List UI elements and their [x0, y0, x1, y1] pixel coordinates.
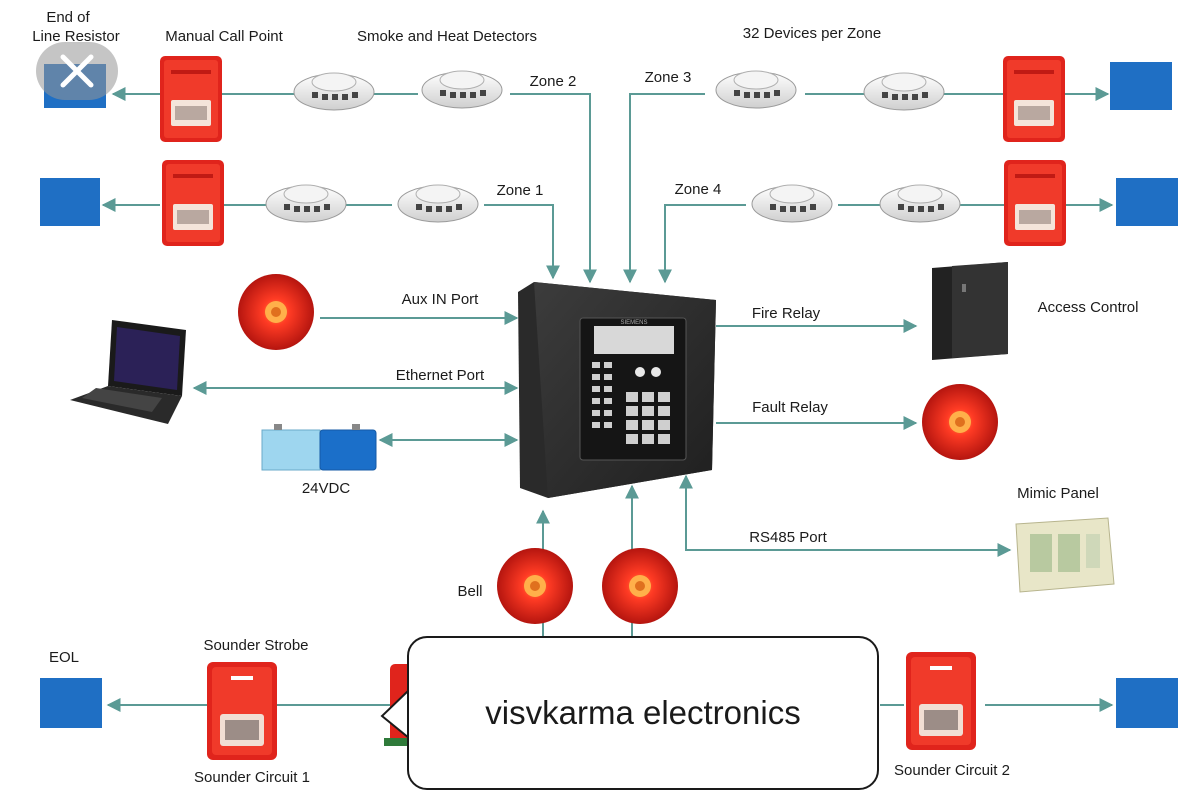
eol-box — [1110, 62, 1172, 110]
eol-box — [1116, 678, 1178, 728]
label-devices-per-zone: 32 Devices per Zone — [743, 25, 881, 42]
smoke-detector-icon — [397, 184, 479, 223]
label-access-control: Access Control — [1038, 299, 1139, 316]
wire-network — [101, 87, 1114, 712]
fire-alarm-control-panel: SIEMENS — [518, 282, 716, 498]
label-zone-4: Zone 4 — [675, 181, 722, 198]
label-24vdc: 24VDC — [302, 480, 351, 497]
panel-brand: SIEMENS — [620, 320, 647, 326]
label-bell: Bell — [457, 583, 482, 600]
label-mimic-panel: Mimic Panel — [1017, 485, 1099, 502]
label-sounder-circuit-2: Sounder Circuit 2 — [894, 762, 1010, 779]
smoke-detector-icon — [293, 72, 375, 111]
manual-call-point-icon — [1004, 160, 1066, 246]
label-zone-3: Zone 3 — [645, 69, 692, 86]
label-sounder-strobe: Sounder Strobe — [203, 637, 308, 654]
label-end-of-line-1: End of — [46, 9, 90, 26]
label-eol: EOL — [49, 649, 79, 666]
bell-icon — [497, 548, 573, 624]
bell-icon — [238, 274, 314, 350]
label-fire-relay: Fire Relay — [752, 305, 821, 322]
smoke-detector-icon — [421, 70, 503, 109]
bell-icon — [602, 548, 678, 624]
eol-box — [40, 678, 102, 728]
speech-bubble: visvkarma electronics — [407, 636, 879, 790]
laptop-icon — [70, 320, 186, 424]
smoke-detector-icon — [879, 184, 961, 223]
battery-icon — [261, 424, 377, 471]
label-ethernet-port: Ethernet Port — [396, 367, 485, 384]
close-button[interactable] — [36, 42, 118, 100]
close-icon — [60, 54, 94, 88]
smoke-detector-icon — [265, 184, 347, 223]
eol-box — [1116, 178, 1178, 226]
smoke-detector-icon — [715, 70, 797, 109]
manual-call-point-icon — [1003, 56, 1065, 142]
label-manual-call-point: Manual Call Point — [165, 28, 283, 45]
smoke-detector-icon — [751, 184, 833, 223]
mimic-panel — [1015, 517, 1115, 593]
bubble-text: visvkarma electronics — [485, 694, 801, 731]
label-sounder-circuit-1: Sounder Circuit 1 — [194, 769, 310, 786]
access-control-unit — [932, 262, 1008, 360]
label-zone-1: Zone 1 — [497, 182, 544, 199]
label-end-of-line-2: Line Resistor — [32, 28, 120, 45]
label-smoke-heat-detectors: Smoke and Heat Detectors — [357, 28, 537, 45]
label-aux-in-port: Aux IN Port — [402, 291, 480, 308]
label-rs485-port: RS485 Port — [749, 529, 827, 546]
sounder-strobe-icon — [906, 652, 976, 750]
manual-call-point-icon — [162, 160, 224, 246]
manual-call-point-icon — [160, 56, 222, 142]
smoke-detector-icon — [863, 72, 945, 111]
sounder-strobe-icon — [207, 662, 277, 760]
label-zone-2: Zone 2 — [530, 73, 577, 90]
bell-icon — [922, 384, 998, 460]
label-fault-relay: Fault Relay — [752, 399, 828, 416]
eol-box — [40, 178, 100, 226]
